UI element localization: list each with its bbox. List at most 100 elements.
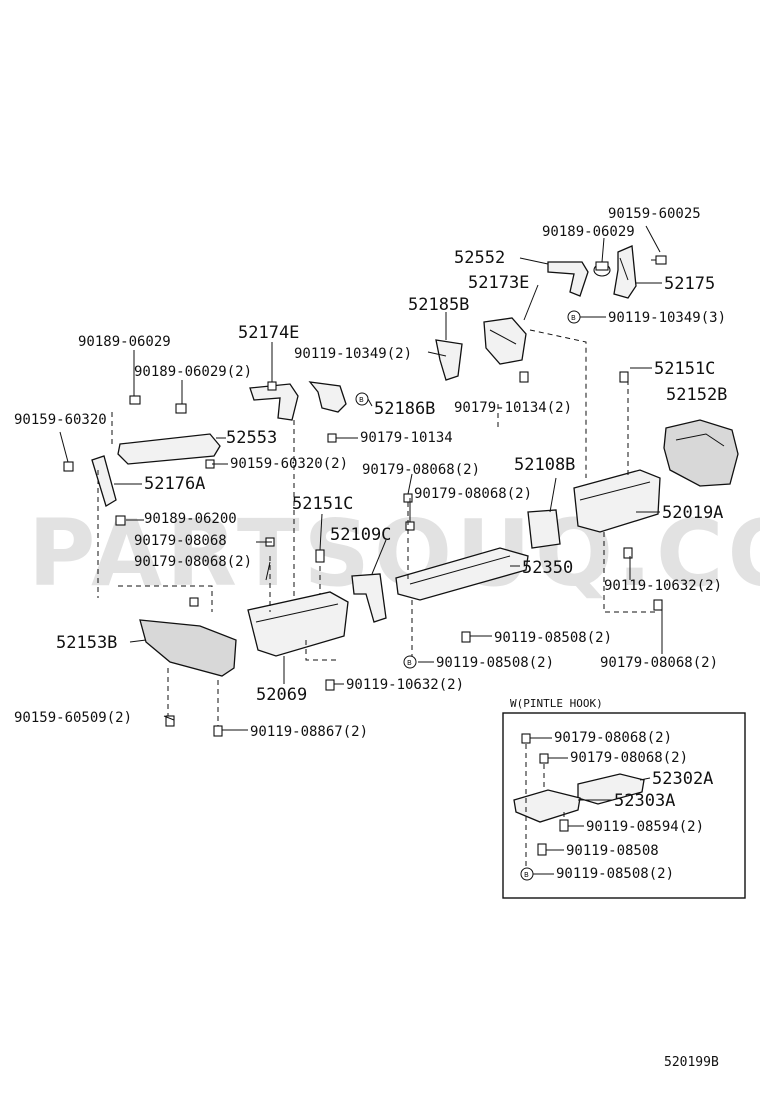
label-52552[interactable]: 52552 bbox=[454, 248, 505, 268]
nut-icon bbox=[405, 521, 415, 531]
label-52153B[interactable]: 52153B bbox=[56, 633, 117, 653]
part-52303A[interactable] bbox=[513, 789, 581, 823]
label-90159-60320-2[interactable]: 90159-60320(2) bbox=[230, 456, 348, 472]
bolt-icon bbox=[461, 631, 471, 643]
part-52152B[interactable] bbox=[663, 419, 739, 487]
nut-icon bbox=[539, 753, 549, 764]
label-52152B[interactable]: 52152B bbox=[666, 385, 727, 405]
bolt-icon bbox=[63, 461, 74, 472]
nut-icon bbox=[653, 599, 663, 611]
part-52174E[interactable] bbox=[249, 383, 299, 421]
bolt-icon bbox=[213, 725, 223, 737]
nut-icon bbox=[519, 371, 529, 383]
label-52350[interactable]: 52350 bbox=[522, 558, 573, 578]
svg-text:B: B bbox=[571, 314, 576, 322]
part-52069[interactable] bbox=[247, 591, 349, 657]
label-90159-60509-2[interactable]: 90159-60509(2) bbox=[14, 710, 132, 726]
label-90189-06029-2[interactable]: 90189-06029(2) bbox=[134, 364, 252, 380]
part-52176A[interactable] bbox=[91, 455, 117, 507]
washer-group: B B B bbox=[355, 310, 581, 669]
inset-label-90179-08068-2a[interactable]: 90179-08068(2) bbox=[554, 730, 672, 746]
label-90179-08068-2b[interactable]: 90179-08068(2) bbox=[414, 486, 532, 502]
washer-icon bbox=[403, 655, 417, 669]
part-52350[interactable] bbox=[395, 547, 529, 601]
inset-label-90119-08594-2[interactable]: 90119-08594(2) bbox=[586, 819, 704, 835]
bushing-icon bbox=[175, 403, 187, 414]
nut-icon bbox=[403, 493, 413, 503]
label-90179-08068-2c[interactable]: 90179-08068(2) bbox=[134, 554, 252, 570]
screw-icon bbox=[619, 371, 629, 383]
label-52176A[interactable]: 52176A bbox=[144, 474, 205, 494]
part-labels: 90159-60025 90189-06029 52552 52173E 521… bbox=[14, 206, 727, 740]
label-52069[interactable]: 52069 bbox=[256, 685, 307, 705]
inset-title: W(PINTLE HOOK) bbox=[510, 697, 603, 710]
part-52552[interactable] bbox=[547, 261, 589, 297]
bushing-icon bbox=[593, 261, 611, 277]
nut-icon bbox=[189, 597, 199, 607]
bolt-icon bbox=[129, 395, 141, 405]
label-90179-08068[interactable]: 90179-08068 bbox=[134, 533, 227, 549]
part-52173E[interactable] bbox=[483, 317, 527, 365]
part-52019A[interactable] bbox=[573, 469, 661, 533]
bolt-icon bbox=[651, 255, 667, 265]
label-90189-06200[interactable]: 90189-06200 bbox=[144, 511, 237, 527]
bolt-icon bbox=[325, 679, 335, 691]
inset-label-90179-08068-2b[interactable]: 90179-08068(2) bbox=[570, 750, 688, 766]
label-90179-08068-2a[interactable]: 90179-08068(2) bbox=[362, 462, 480, 478]
label-90119-10349-3[interactable]: 90119-10349(3) bbox=[608, 310, 726, 326]
label-90179-08068-2d[interactable]: 90179-08068(2) bbox=[600, 655, 718, 671]
nut-icon bbox=[521, 733, 531, 744]
label-52151C-b[interactable]: 52151C bbox=[292, 494, 353, 514]
label-90159-60025[interactable]: 90159-60025 bbox=[608, 206, 701, 222]
label-52175[interactable]: 52175 bbox=[664, 274, 715, 294]
label-90119-10632-2b[interactable]: 90119-10632(2) bbox=[346, 677, 464, 693]
inset-label-90119-08508[interactable]: 90119-08508 bbox=[566, 843, 659, 859]
svg-text:B: B bbox=[359, 396, 364, 404]
bolt-icon bbox=[623, 547, 633, 559]
label-90119-10632-2a[interactable]: 90119-10632(2) bbox=[604, 578, 722, 594]
part-52185B[interactable] bbox=[435, 339, 463, 381]
leader-lines bbox=[59, 225, 663, 731]
label-52174E[interactable]: 52174E bbox=[238, 323, 299, 343]
label-90119-08508-2b[interactable]: 90119-08508(2) bbox=[436, 655, 554, 671]
alignment-lines bbox=[97, 329, 658, 726]
inset-label-52302A[interactable]: 52302A bbox=[652, 769, 713, 789]
label-90189-06029[interactable]: 90189-06029 bbox=[542, 224, 635, 240]
bolt-icon bbox=[267, 381, 277, 391]
label-90189-06029-b[interactable]: 90189-06029 bbox=[78, 334, 171, 350]
label-52108B[interactable]: 52108B bbox=[514, 455, 575, 475]
label-90119-08867-2[interactable]: 90119-08867(2) bbox=[250, 724, 368, 740]
part-52153B[interactable] bbox=[139, 619, 237, 677]
inset-label-52303A[interactable]: 52303A bbox=[614, 791, 675, 811]
label-90179-10134[interactable]: 90179-10134 bbox=[360, 430, 453, 446]
bolt-icon bbox=[165, 715, 175, 727]
label-52553[interactable]: 52553 bbox=[226, 428, 277, 448]
label-52109C[interactable]: 52109C bbox=[330, 525, 391, 545]
clip-icon bbox=[115, 515, 126, 526]
screw-icon bbox=[315, 549, 325, 563]
bolt-icon bbox=[559, 819, 569, 832]
label-52173E[interactable]: 52173E bbox=[468, 273, 529, 293]
label-52151C-a[interactable]: 52151C bbox=[654, 359, 715, 379]
part-52109C[interactable] bbox=[351, 573, 387, 623]
inset-frame bbox=[502, 712, 746, 899]
label-52019A[interactable]: 52019A bbox=[662, 503, 723, 523]
part-52186B[interactable] bbox=[308, 381, 347, 413]
label-90119-08508-2a[interactable]: 90119-08508(2) bbox=[494, 630, 612, 646]
bolt-icon bbox=[537, 843, 547, 856]
nut-icon bbox=[327, 433, 337, 443]
inset-label-90119-08508-2[interactable]: 90119-08508(2) bbox=[556, 866, 674, 882]
label-90119-10349-2[interactable]: 90119-10349(2) bbox=[294, 346, 412, 362]
label-52186B[interactable]: 52186B bbox=[374, 399, 435, 419]
diagram-code: 520199B bbox=[664, 1055, 719, 1070]
label-90159-60320[interactable]: 90159-60320 bbox=[14, 412, 107, 428]
part-52553[interactable] bbox=[117, 433, 221, 465]
part-52175[interactable] bbox=[613, 245, 637, 299]
svg-text:B: B bbox=[524, 871, 529, 879]
svg-text:B: B bbox=[407, 659, 412, 667]
label-90179-10134-2[interactable]: 90179-10134(2) bbox=[454, 400, 572, 416]
label-52185B[interactable]: 52185B bbox=[408, 295, 469, 315]
part-52108B[interactable] bbox=[527, 509, 561, 549]
